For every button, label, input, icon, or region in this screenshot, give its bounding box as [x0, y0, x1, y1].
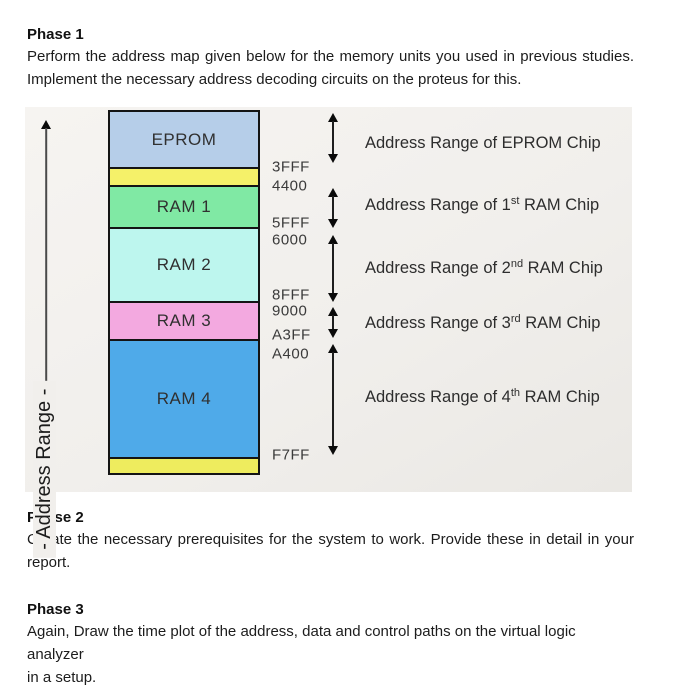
- memory-block-label: RAM 2: [156, 255, 212, 274]
- arrow-shaft: [332, 196, 334, 220]
- phase-3-paragraph: Again, Draw the time plot of the address…: [27, 620, 634, 689]
- arrow-shaft: [332, 243, 334, 294]
- arrow-shaft: [332, 352, 334, 447]
- range-label-text: RAM Chip: [519, 196, 600, 214]
- phase-1-text-line-1: Perform the address map given below for …: [27, 48, 634, 65]
- range-label-text: RAM Chip: [523, 259, 603, 277]
- address-boundary-label: A400: [272, 345, 310, 363]
- phase-1-text-line-2: Implement the necessary address decoding…: [27, 71, 522, 88]
- arrow-shaft: [332, 121, 334, 155]
- arrow-up-icon: [328, 344, 338, 353]
- arrow-up-icon: [328, 307, 338, 316]
- phase-2-text-line-1: Create the necessary prerequisites for t…: [27, 531, 634, 548]
- phase-3-heading: Phase 3: [27, 601, 84, 618]
- range-label-text: Address Range of EPROM Chip: [365, 134, 601, 152]
- address-boundary-label: A3FF: [272, 326, 311, 344]
- address-boundary-label: 9000: [272, 302, 308, 320]
- arrow-up-icon: [328, 188, 338, 197]
- arrow-down-icon: [328, 219, 338, 228]
- phase-1-paragraph: Perform the address map given below for …: [27, 45, 634, 91]
- address-boundary-label: 3FFF: [272, 158, 310, 176]
- phase-3-text-line-1: Again, Draw the time plot of the address…: [27, 623, 576, 663]
- phase-2-text-line-2: report.: [27, 554, 71, 571]
- address-boundary-label: 6000: [272, 231, 308, 249]
- eprom-block: EPROM: [108, 110, 260, 169]
- ordinal-superscript: rd: [510, 313, 521, 325]
- ram2-range-label: Address Range of 2nd RAM Chip: [365, 258, 603, 278]
- phase-2-heading: Phase 2: [27, 509, 84, 526]
- memory-block-stack: EPROM RAM 1 RAM 2 RAM 3 RAM 4: [108, 110, 260, 475]
- ram1-range-arrow: [327, 188, 339, 228]
- ordinal-superscript: nd: [510, 258, 524, 270]
- ram2-block: RAM 2: [108, 227, 260, 303]
- range-label-text: Address Range of 4: [365, 388, 511, 406]
- address-axis-label: - Address Range -: [33, 380, 56, 558]
- ram4-block: RAM 4: [108, 339, 260, 459]
- ram2-range-arrow: [327, 235, 339, 302]
- arrow-shaft: [332, 315, 334, 330]
- range-label-text: Address Range of 2: [365, 259, 511, 277]
- document-page: Phase 1 Perform the address map given be…: [25, 26, 634, 686]
- ram3-range-arrow: [327, 307, 339, 338]
- arrow-up-icon: [328, 235, 338, 244]
- memory-block-label: RAM 1: [156, 197, 212, 216]
- address-boundary-label: F7FF: [272, 446, 310, 464]
- memory-map-figure: - Address Range - EPROM RAM 1 RAM 2 RAM …: [25, 107, 632, 558]
- eprom-range-arrow: [327, 113, 339, 163]
- ram4-range-label: Address Range of 4th RAM Chip: [365, 387, 600, 407]
- ram1-range-label: Address Range of 1st RAM Chip: [365, 195, 599, 215]
- memory-block-label: EPROM: [151, 129, 217, 149]
- ram3-range-label: Address Range of 3rd RAM Chip: [365, 313, 600, 333]
- gap-block-bottom: [108, 457, 260, 475]
- arrow-up-icon: [328, 113, 338, 122]
- range-label-text: RAM Chip: [520, 314, 601, 332]
- arrow-shaft: [45, 128, 47, 454]
- address-boundary-label: 8FFF: [272, 286, 310, 304]
- arrow-down-icon: [328, 446, 338, 455]
- phase-1-heading: Phase 1: [27, 26, 84, 43]
- range-label-text: Address Range of 1: [365, 196, 511, 214]
- eprom-range-label: Address Range of EPROM Chip: [365, 133, 601, 153]
- ordinal-superscript: st: [510, 195, 520, 207]
- ordinal-superscript: th: [510, 387, 521, 399]
- arrow-down-icon: [328, 329, 338, 338]
- memory-block-label: RAM 3: [156, 311, 212, 330]
- ram4-range-arrow: [327, 344, 339, 455]
- gap-block-top: [108, 167, 260, 187]
- range-label-text: RAM Chip: [520, 388, 600, 406]
- arrow-down-icon: [328, 154, 338, 163]
- ram1-block: RAM 1: [108, 185, 260, 229]
- range-label-text: Address Range of 3: [365, 314, 511, 332]
- arrow-up-icon: [41, 120, 51, 129]
- address-boundary-label: 5FFF: [272, 214, 310, 232]
- arrow-down-icon: [328, 293, 338, 302]
- memory-block-label: RAM 4: [156, 389, 212, 408]
- ram3-block: RAM 3: [108, 301, 260, 341]
- phase-3-text-line-2: in a setup.: [27, 669, 97, 686]
- address-boundary-label: 4400: [272, 177, 308, 195]
- phase-2-paragraph: Create the necessary prerequisites for t…: [27, 528, 634, 574]
